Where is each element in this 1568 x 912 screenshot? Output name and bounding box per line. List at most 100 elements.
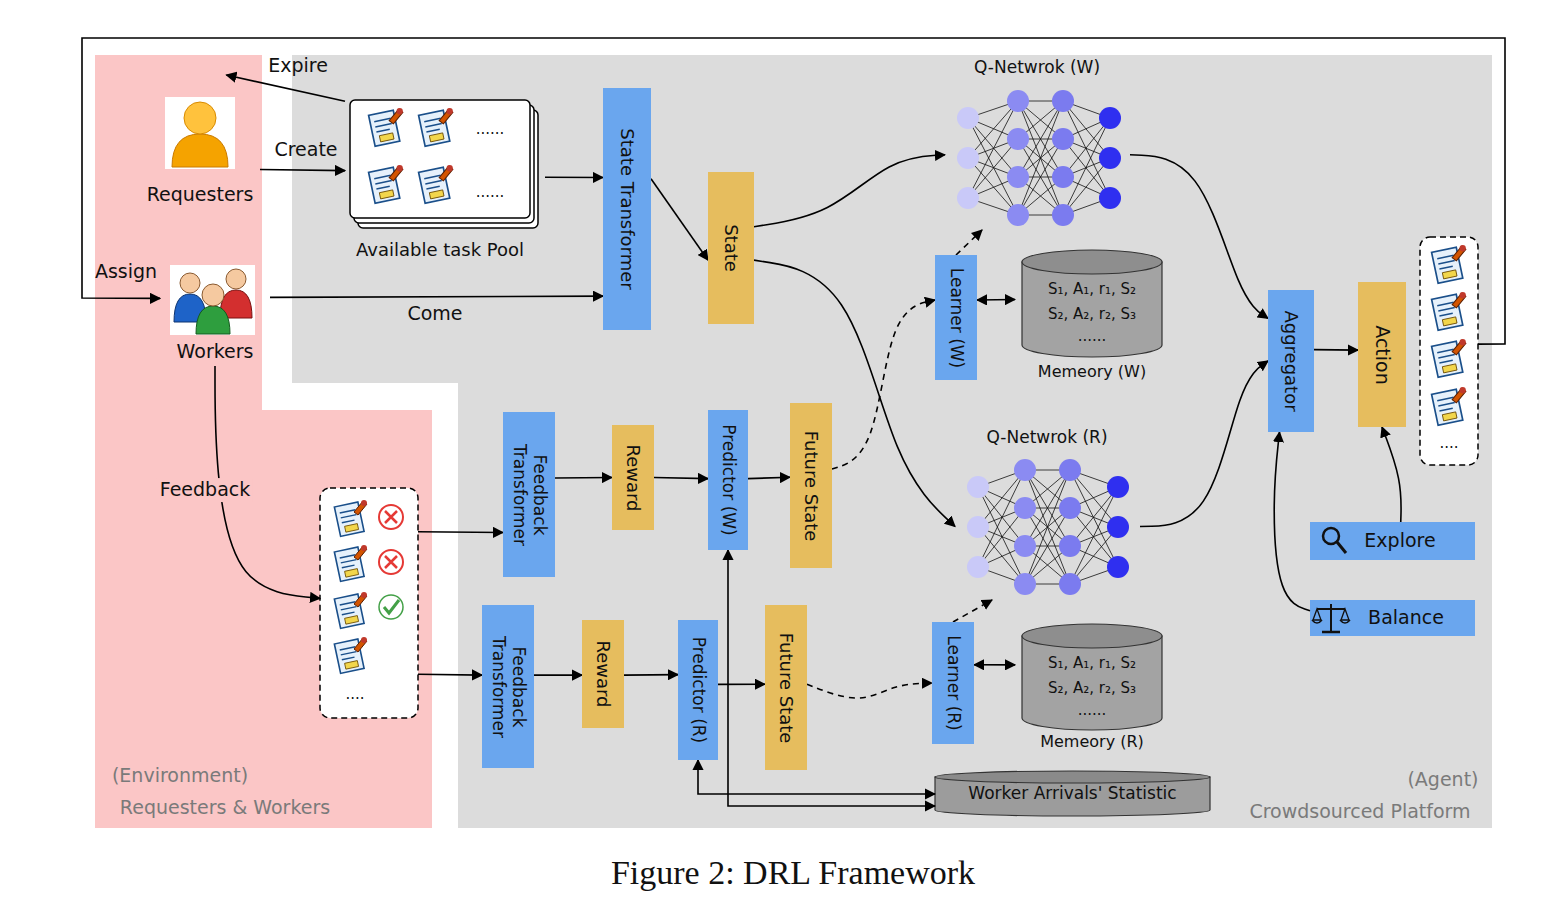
- region-label: (Agent): [1407, 769, 1478, 791]
- node-label: Workers: [177, 341, 254, 363]
- connector-arrow: [748, 477, 790, 478]
- network-neuron: [1107, 476, 1129, 498]
- requester-icon: [165, 97, 235, 169]
- process-box: State Transformer: [603, 88, 651, 330]
- network-neuron: [957, 147, 979, 169]
- node-label: Requesters: [147, 184, 254, 206]
- statistic-store: Worker Arrivals' Statistic: [935, 770, 1210, 818]
- region-label: Requesters & Workers: [120, 797, 330, 819]
- process-box: Learner (W): [935, 255, 977, 380]
- data-box: Reward: [582, 620, 624, 728]
- connector-arrow: [418, 673, 482, 675]
- node-label: Aggregator: [1281, 310, 1302, 411]
- node-label: Available task Pool: [356, 240, 524, 261]
- memory-store: S₁, A₁, r₁, S₂S₂, A₂, r₂, S₃......Memeor…: [1015, 248, 1170, 380]
- data-box: State: [708, 172, 754, 324]
- action-list: ....: [1420, 237, 1478, 465]
- node-label: Reward: [593, 640, 614, 707]
- explore-balance-boxes: [1310, 522, 1475, 636]
- network-link: [1063, 158, 1110, 215]
- connector-arrow: [754, 155, 945, 227]
- edge-label: Feedback: [157, 478, 253, 502]
- process-box: Feedback Transformer: [503, 412, 555, 577]
- node-label: ......: [476, 184, 505, 201]
- edge-label: Create: [274, 139, 337, 161]
- connector-arrow: [654, 478, 708, 479]
- actor-icon: Requesters: [140, 75, 260, 210]
- network-neuron: [957, 107, 979, 129]
- node-label: S₂, A₂, r₂, S₃: [1048, 680, 1136, 697]
- network-neuron: [1014, 573, 1036, 595]
- node-label: Memeory (R): [1040, 733, 1144, 751]
- process-box: Feedback Transformer: [482, 605, 534, 768]
- task-pool-cards: [350, 100, 538, 228]
- connector-arrow: [1314, 349, 1358, 351]
- option-box: Explore: [1310, 522, 1475, 560]
- network-neuron: [967, 556, 989, 578]
- network-neuron: [1014, 459, 1036, 481]
- connector-arrow: [1274, 432, 1310, 611]
- neural-network-art: [957, 90, 1129, 595]
- data-box: Reward: [612, 425, 654, 530]
- network-link: [1025, 470, 1070, 584]
- environment-region: [95, 55, 432, 828]
- node-label: Predictor (R): [688, 637, 708, 743]
- connector-arrow: [754, 260, 955, 526]
- connector-arrow: [974, 664, 1015, 666]
- connector-arrow: [698, 760, 935, 794]
- network-neuron: [967, 476, 989, 498]
- network-neuron: [1014, 497, 1036, 519]
- network-neuron: [1052, 128, 1074, 150]
- node-label: Feedback Transformer: [488, 611, 527, 762]
- data-box: Action: [1358, 282, 1406, 427]
- connector-arrow: [270, 296, 603, 297]
- node-label: S₂, A₂, r₂, S₃: [1048, 306, 1136, 323]
- network-link: [1025, 470, 1070, 584]
- connector-arrow: [1130, 155, 1268, 319]
- network-neuron: [1059, 573, 1081, 595]
- process-box: Learner (R): [932, 622, 974, 744]
- network-neuron: [1052, 90, 1074, 112]
- network-neuron: [1099, 147, 1121, 169]
- memory-cylinder: [1022, 250, 1162, 730]
- connector-arrow: [534, 674, 582, 676]
- network-neuron: [957, 187, 979, 209]
- connector-arrow: [1382, 427, 1401, 522]
- network-link: [1018, 101, 1063, 215]
- data-box: Future State: [765, 605, 807, 770]
- node-label: Reward: [623, 444, 644, 511]
- network-neuron: [1007, 128, 1029, 150]
- network-neuron: [1059, 497, 1081, 519]
- network-link: [1070, 487, 1118, 546]
- workers-icon: [170, 265, 255, 335]
- connector-arrow: [624, 674, 678, 676]
- connector-arrow: [226, 75, 345, 101]
- node-label: State: [721, 224, 742, 272]
- process-box: Aggregator: [1268, 290, 1314, 432]
- node-label: Q-Netwrok (R): [986, 428, 1107, 448]
- connector-arrow: [651, 179, 708, 260]
- network-neuron: [1107, 556, 1129, 578]
- node-label: ....: [1439, 435, 1458, 452]
- node-label: S₁, A₁, r₁, S₂: [1048, 281, 1136, 298]
- network-neuron: [1007, 90, 1029, 112]
- figure-caption: Figure 2: DRL Framework: [611, 853, 975, 892]
- node-label: Future State: [801, 430, 822, 541]
- node-label: ......: [1078, 328, 1107, 345]
- edge-label: Expire: [268, 55, 328, 77]
- data-box: Future State: [790, 403, 832, 568]
- network-neuron: [1107, 516, 1129, 538]
- actor-icon: Workers: [160, 262, 270, 366]
- node-label: ......: [1078, 702, 1107, 719]
- network-neuron: [1014, 535, 1036, 557]
- network-link: [1018, 101, 1063, 215]
- node-label: State Transformer: [617, 128, 638, 289]
- connector-arrow: [555, 477, 612, 479]
- connector-arrow: [807, 683, 932, 698]
- network-neuron: [1059, 535, 1081, 557]
- connector-arrow: [718, 683, 765, 685]
- connector-arrow: [728, 550, 935, 806]
- connector-arrow: [418, 531, 503, 533]
- task-pool: ............Available task Pool: [345, 98, 545, 263]
- node-label: Future State: [776, 632, 797, 743]
